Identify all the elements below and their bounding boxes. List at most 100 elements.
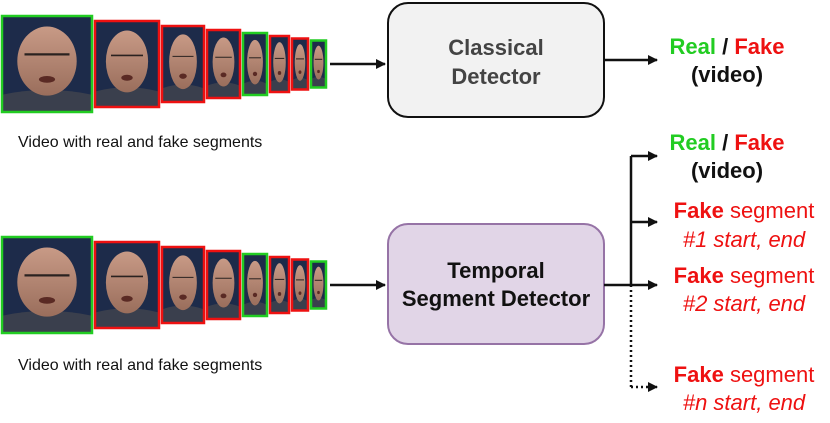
person-face <box>105 30 149 93</box>
person-shoulders <box>162 84 204 102</box>
branch-connectors <box>604 151 658 392</box>
top-output-scope: (video) <box>691 62 763 87</box>
frame-border-fake <box>93 240 161 330</box>
person-shoulders <box>311 76 326 88</box>
bottom-frame-6 <box>268 255 291 315</box>
bottom-output-separator: / <box>716 130 734 155</box>
segment-2-fake: Fake <box>674 263 724 288</box>
bottom-frame-2 <box>93 240 161 330</box>
frame-border-fake <box>205 28 242 100</box>
frame-border-fake <box>160 245 206 325</box>
person-face <box>247 39 263 85</box>
top-frame-2 <box>93 19 161 109</box>
top-output-fake: Fake <box>734 34 784 59</box>
segment-output-2: Fake segment #2 start, end <box>674 263 815 316</box>
person-mouth <box>220 72 227 78</box>
person-mouth <box>179 73 187 79</box>
segment-output-n: Fake segment #n start, end <box>674 362 815 415</box>
bottom-output-real: Real <box>670 130 716 155</box>
person-shoulders <box>207 82 240 98</box>
person-face <box>169 34 197 90</box>
frame-border-real <box>241 31 269 97</box>
person-shoulders <box>292 298 308 311</box>
person-face <box>169 255 197 311</box>
classical-detector-box: Classical Detector <box>387 2 605 118</box>
frame-border-fake <box>290 37 310 91</box>
person-face <box>247 260 263 306</box>
person-mouth <box>38 297 56 304</box>
person-face <box>105 251 149 314</box>
bottom-frame-3 <box>160 245 206 325</box>
segment-2-word: segment <box>724 263 815 288</box>
frame-border-real <box>241 252 269 318</box>
person-face <box>294 265 306 302</box>
bottom-frame-5 <box>241 252 269 318</box>
person-shoulders <box>243 80 267 95</box>
frame-border-real <box>0 235 94 335</box>
person-mouth <box>179 294 187 300</box>
person-mouth <box>38 76 56 83</box>
top-frame-8 <box>309 39 328 89</box>
bottom-output-fake: Fake <box>734 130 784 155</box>
temporal-detector-rect <box>387 223 605 345</box>
person-shoulders <box>270 300 289 313</box>
segment-n-range: #n start, end <box>683 390 806 415</box>
person-shoulders <box>2 89 92 112</box>
segment-2-range: #2 start, end <box>683 291 806 316</box>
person-shoulders <box>292 77 308 90</box>
bottom-frame-8 <box>309 260 328 310</box>
frame-border-fake <box>268 34 291 94</box>
person-mouth <box>298 291 302 295</box>
person-shoulders <box>243 301 267 316</box>
classical-detector-label-1: Classical <box>448 35 543 60</box>
top-video-caption: Video with real and fake segments <box>18 134 262 151</box>
segment-1-range: #1 start, end <box>683 227 806 252</box>
person-shoulders <box>270 79 289 92</box>
person-mouth <box>277 71 282 75</box>
person-mouth <box>317 290 320 295</box>
segment-n-heading: Fake segment <box>674 362 815 387</box>
person-face <box>17 26 77 96</box>
segment-n-fake: Fake <box>674 362 724 387</box>
person-shoulders <box>2 310 92 333</box>
frame-border-real <box>309 260 328 310</box>
person-mouth <box>317 69 320 74</box>
segment-2-heading: Fake segment <box>674 263 815 288</box>
segment-1-heading: Fake segment <box>674 198 815 223</box>
person-mouth <box>121 74 133 81</box>
bottom-video-frame-strip <box>0 235 328 335</box>
top-output-verdict: Real / Fake <box>670 34 785 59</box>
frame-border-fake <box>290 258 310 312</box>
bottom-video-caption: Video with real and fake segments <box>18 357 262 374</box>
bottom-frame-1 <box>0 235 94 335</box>
person-face <box>212 258 235 308</box>
top-frame-5 <box>241 31 269 97</box>
top-output-real: Real <box>670 34 716 59</box>
person-mouth <box>277 292 282 296</box>
frame-border-fake <box>205 249 242 321</box>
top-frame-7 <box>290 37 310 91</box>
person-face <box>17 247 77 317</box>
frame-border-real <box>0 14 94 114</box>
segment-1-word: segment <box>724 198 815 223</box>
top-output-label: Real / Fake (video) <box>670 34 785 87</box>
person-shoulders <box>162 305 204 323</box>
segment-n-word: segment <box>724 362 815 387</box>
top-output-separator: / <box>716 34 734 59</box>
person-mouth <box>220 293 227 299</box>
bottom-frame-7 <box>290 258 310 312</box>
bottom-output-verdict: Real / Fake <box>670 130 785 155</box>
classical-detector-label-2: Detector <box>451 64 541 89</box>
person-mouth <box>252 292 258 298</box>
person-mouth <box>252 71 258 77</box>
segment-1-fake: Fake <box>674 198 724 223</box>
frame-border-fake <box>268 255 291 315</box>
bottom-output-scope: (video) <box>691 158 763 183</box>
frame-border-fake <box>93 19 161 109</box>
person-shoulders <box>95 308 159 328</box>
person-face <box>273 263 286 304</box>
person-mouth <box>298 70 302 74</box>
temporal-detector-label-2: Segment Detector <box>402 286 591 311</box>
classical-detector-rect <box>387 2 605 118</box>
